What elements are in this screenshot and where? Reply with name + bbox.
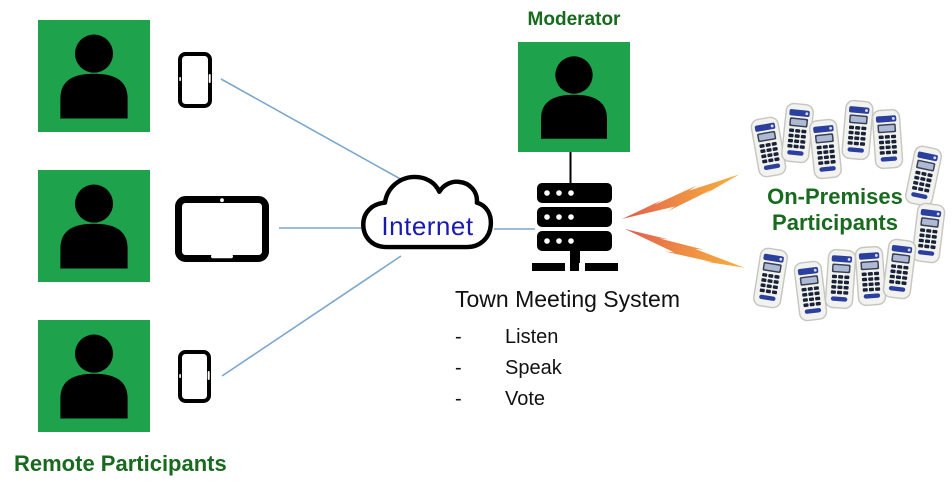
system-capabilities-list: - Listen - Speak - Vote [455, 322, 562, 415]
moderator-avatar [518, 42, 630, 152]
response-keypad-icon [881, 237, 917, 300]
on-premises-label-line2: Participants [772, 210, 898, 235]
person-icon [60, 334, 128, 419]
remote-participant-avatar-2 [38, 170, 150, 282]
server-stack-icon [532, 180, 618, 272]
lightning-bolt-icon-top [622, 174, 740, 219]
response-keypad-icon [824, 248, 857, 310]
response-keypad-icon [854, 245, 887, 307]
response-keypad-icon [808, 118, 843, 181]
person-icon [541, 56, 607, 139]
bullet-dash: - [455, 388, 462, 410]
on-premises-label-line1: On-Premises [767, 184, 903, 209]
response-keypad-icon [910, 201, 946, 264]
remote-participant-avatar-3 [38, 320, 150, 432]
response-keypad-icon [749, 115, 788, 179]
response-keypad-icon [840, 99, 874, 161]
capability-label: Vote [505, 388, 546, 410]
capability-speak: - Speak [455, 353, 562, 384]
person-icon [60, 184, 128, 269]
cloud-icon [358, 170, 496, 254]
capability-vote: - Vote [455, 384, 562, 415]
response-keypad-icon [751, 246, 789, 310]
remote-participants-label: Remote Participants [14, 451, 227, 476]
person-icon [60, 34, 128, 119]
lightning-bolt-icon-bottom [625, 229, 745, 268]
internet-label: Internet [381, 211, 474, 241]
system-title: Town Meeting System [455, 286, 680, 312]
line-phone1-to-internet [220, 78, 405, 182]
smartphone-icon-2 [178, 350, 211, 403]
tablet-icon [175, 196, 269, 262]
response-keypad-icon [903, 144, 944, 209]
remote-participant-avatar-1 [38, 20, 150, 132]
line-phone2-to-internet [221, 255, 402, 377]
bullet-dash: - [455, 357, 462, 379]
smartphone-icon-1 [178, 52, 212, 108]
moderator-label: Moderator [527, 9, 621, 30]
capability-label: Listen [505, 326, 559, 348]
capability-listen: - Listen [455, 322, 562, 353]
capability-label: Speak [505, 357, 562, 379]
response-keypad-icon [871, 108, 904, 170]
bullet-dash: - [455, 326, 462, 348]
response-keypad-icon [792, 259, 828, 322]
